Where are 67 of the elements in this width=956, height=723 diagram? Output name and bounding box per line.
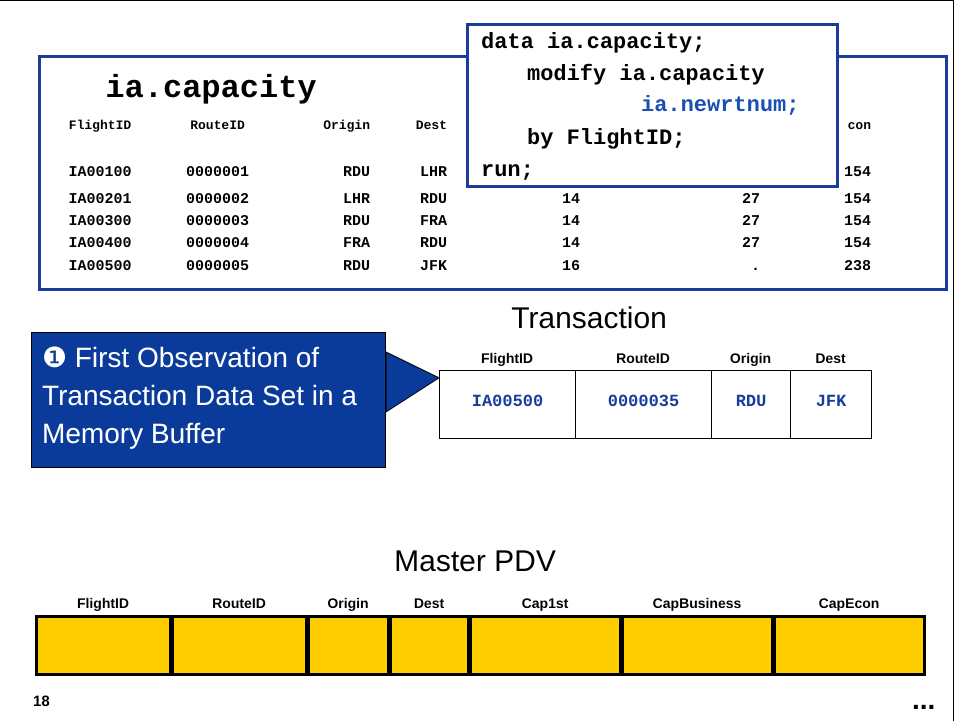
table-cell-text: 14 [560, 213, 580, 230]
column-header: Dest [814, 350, 847, 366]
column-header: RouteID [615, 350, 671, 366]
column-header: Origin [322, 118, 370, 133]
page-number: 18 [33, 693, 50, 710]
table-cell-text: FRA [342, 235, 370, 252]
table-cell-text: 27 [740, 235, 760, 252]
continuation-mark: ... [912, 686, 936, 714]
table-cell-text: 238 [842, 258, 871, 275]
column-header: Origin [326, 595, 370, 611]
table-cell-text: RDU [342, 258, 370, 275]
column-header: RouteID [211, 595, 267, 611]
table-cell-text: IA00201 [67, 191, 132, 208]
column-header: FlightID [68, 118, 132, 133]
column-header: CapBusiness [652, 595, 742, 611]
table-cell-text: RDU [418, 191, 447, 208]
table-cell-text: 154 [842, 164, 871, 181]
table-cell-text: 14 [560, 235, 580, 252]
callout-box [31, 332, 386, 468]
table-cell-text: IA00300 [67, 213, 132, 230]
table-cell-text: FRA [418, 213, 447, 230]
cell-value: 0000035 [606, 393, 680, 412]
column-header: CapEcon [818, 595, 880, 611]
table-cell-text: 0000005 [184, 258, 250, 275]
table-cell-text: 0000003 [184, 213, 250, 230]
table-cell-text: RDU [342, 213, 370, 230]
table-cell-text: 27 [740, 213, 760, 230]
code-line: ia.newrtnum; [641, 93, 800, 118]
code-line: by FlightID; [527, 126, 686, 151]
column-header: Dest [412, 595, 446, 611]
table-cell-text: 154 [842, 191, 871, 208]
table-cell-text: 0000002 [184, 191, 250, 208]
table-cell-text: 16 [560, 258, 580, 275]
callout-pointer [386, 351, 440, 413]
table-cell-text: IA00500 [67, 258, 132, 275]
column-header: Dest [414, 118, 447, 133]
table-cell-text: 0000001 [184, 164, 250, 181]
cell-value: RDU [734, 393, 768, 412]
table-cell-text: 14 [560, 191, 580, 208]
code-box [466, 23, 839, 188]
table-cell-text: JFK [418, 258, 447, 275]
code-line: modify ia.capacity [527, 62, 765, 87]
callout-text: ❶ First Observation of Transaction Data Set in a Memory Buffer [42, 341, 358, 451]
table-cell-text: . [750, 258, 760, 275]
table-cell-text: LHR [418, 164, 447, 181]
table-cell-text: IA00400 [67, 235, 132, 252]
column-header: Origin [728, 350, 772, 366]
table-cell-text: RDU [418, 235, 447, 252]
table-cell-text: LHR [342, 191, 370, 208]
table-cell-text: 154 [842, 235, 871, 252]
table-cell-text: 27 [740, 191, 760, 208]
column-header: Cap1st [520, 595, 570, 611]
cell-value: IA00500 [470, 393, 544, 412]
table-title: ia.capacity [104, 70, 318, 107]
table-title: Transaction [510, 302, 668, 336]
table-cell-text: 0000004 [184, 235, 250, 252]
column-header: RouteID [189, 118, 246, 133]
table-cell-text: RDU [342, 164, 370, 181]
table-title: Master PDV [393, 545, 557, 579]
code-line: data ia.capacity; [481, 30, 706, 55]
table-cell-text: IA00100 [67, 164, 132, 181]
cell-value: JFK [814, 393, 848, 412]
column-header: FlightID [76, 595, 130, 611]
code-line: run; [481, 158, 534, 183]
column-header: con [846, 118, 871, 133]
column-header: FlightID [480, 350, 534, 366]
table-cell-text: 154 [842, 213, 871, 230]
